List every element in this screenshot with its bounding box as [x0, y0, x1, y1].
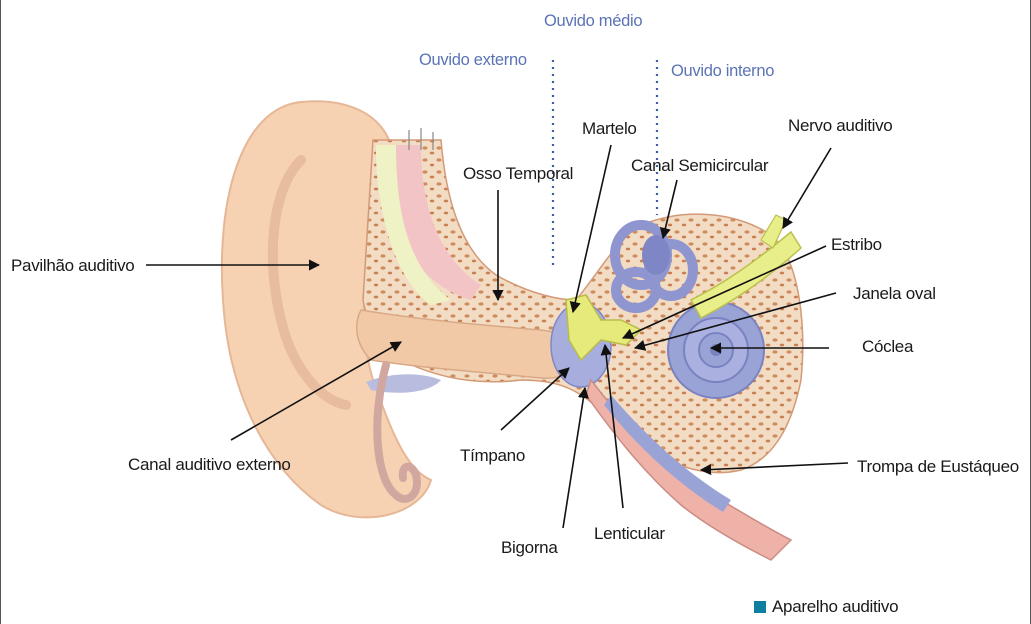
legend-label: Aparelho auditivo [772, 597, 898, 617]
label-inner-ear: Ouvido interno [671, 61, 774, 81]
label-janela-oval: Janela oval [853, 284, 936, 304]
label-osso-temporal: Osso Temporal [463, 164, 573, 184]
label-estribo: Estribo [831, 235, 882, 255]
label-bigorna: Bigorna [501, 538, 558, 558]
label-nervo: Nervo auditivo [788, 116, 892, 136]
label-trompa: Trompa de Eustáqueo [857, 457, 1019, 477]
label-outer-ear: Ouvido externo [419, 50, 527, 70]
label-canal-semicircular: Canal Semicircular [631, 156, 768, 176]
legend-swatch [754, 601, 766, 613]
arrow-bigorna [563, 388, 585, 528]
label-canal-externo: Canal auditivo externo [128, 455, 291, 475]
arrow-nervo [783, 148, 831, 228]
vestibule [642, 235, 670, 275]
label-martelo: Martelo [582, 119, 637, 139]
label-timpano: Tímpano [460, 446, 525, 466]
label-coclea: Cóclea [862, 337, 913, 357]
label-middle-ear: Ouvido médio [544, 11, 642, 31]
label-pavilhao: Pavilhão auditivo [11, 256, 134, 276]
legend: Aparelho auditivo [754, 597, 898, 617]
label-lenticular: Lenticular [594, 524, 665, 544]
